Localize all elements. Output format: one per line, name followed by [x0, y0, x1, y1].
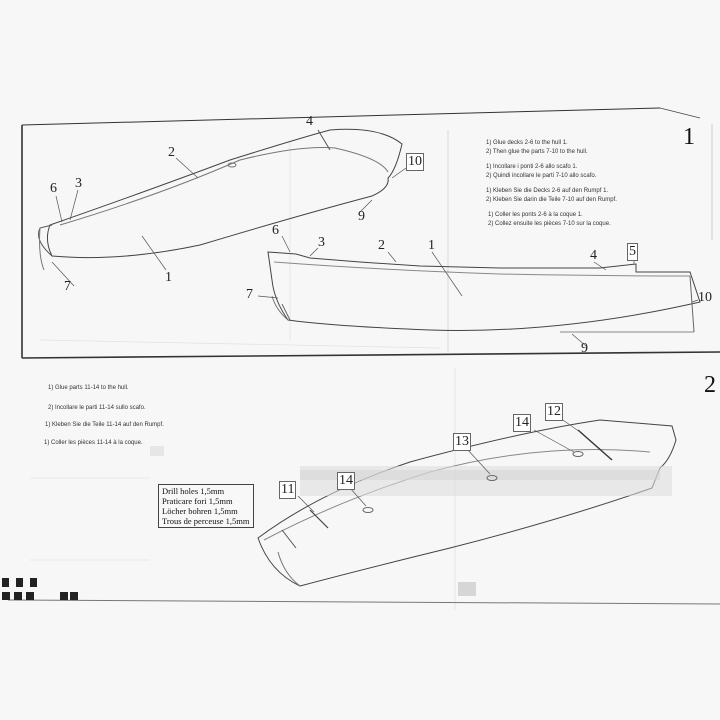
- step2-instruction-it: 2) Incollare le parti 11-14 sullo scafo.: [48, 405, 146, 411]
- part-label: 6: [272, 223, 279, 238]
- part-label: 9: [358, 209, 365, 224]
- frame-top: [21, 107, 661, 126]
- part-label: 1: [165, 270, 172, 285]
- drill-note-it: Praticare fori 1,5mm: [162, 496, 233, 506]
- step2-instruction-fr: 1) Coller les pièces 11-14 à la coque.: [44, 440, 143, 446]
- step2-instruction-de: 1) Kleben Sie die Teile 11-14 auf den Ru…: [45, 422, 164, 428]
- step-number-2: 2: [704, 372, 716, 398]
- step1-instruction-it-2: 2) Quindi incollare le parti 7-10 allo s…: [486, 173, 597, 179]
- part-label: 14: [513, 414, 531, 432]
- hull-lower: [267, 251, 701, 333]
- step1-instruction-en-1: 1) Glue decks 2-6 to the hull 1.: [486, 140, 568, 146]
- frame-divider: [21, 351, 720, 359]
- step2-instruction-en: 1) Glue parts 11-14 to the hull.: [48, 385, 129, 391]
- drill-note-de: Löcher bohren 1,5mm: [162, 506, 238, 516]
- part-label: 12: [545, 403, 563, 421]
- part-label: 13: [453, 433, 471, 451]
- part-label: 7: [246, 287, 253, 302]
- part-label: 2: [378, 238, 385, 253]
- step-number-1: 1: [683, 124, 695, 150]
- part-label: 6: [50, 181, 57, 196]
- step1-instruction-fr-1: 1) Coller les ponts 2-6 à la coque 1.: [488, 212, 583, 218]
- step1-instruction-en-2: 2) Then glue the parts 7-10 to the hull.: [486, 149, 588, 155]
- part-label: 11: [279, 481, 297, 499]
- part-label: 5: [627, 243, 638, 261]
- drill-note-box: Drill holes 1,5mm Praticare fori 1,5mm L…: [158, 484, 254, 528]
- step1-instruction-fr-2: 2) Collez ensuite les pièces 7-10 sur la…: [488, 221, 611, 227]
- part-label: 3: [75, 176, 82, 191]
- hull-step2: [257, 419, 677, 587]
- step1-instruction-it-1: 1) Incollare i ponti 2-6 allo scafo 1.: [486, 164, 578, 170]
- step1-instruction-de-1: 1) Kleben Sie die Decks 2-6 auf den Rump…: [486, 188, 609, 194]
- part-label: 14: [337, 472, 355, 490]
- part-label: 7: [64, 279, 71, 294]
- part-label: 2: [168, 145, 175, 160]
- step1-instruction-de-2: 2) Kleben Sie darin die Teile 7-10 auf d…: [486, 197, 617, 203]
- part-label: 9: [581, 341, 588, 356]
- part-label: 1: [428, 238, 435, 253]
- part-label: 3: [318, 235, 325, 250]
- part-label: 4: [590, 248, 597, 263]
- part-label: 10: [698, 290, 712, 305]
- part-label: 4: [306, 114, 313, 129]
- drill-note-fr: Trous de perceuse 1,5mm: [162, 516, 250, 526]
- drill-note-en: Drill holes 1,5mm: [162, 486, 225, 496]
- hull-upper: [38, 128, 403, 271]
- part-label: 10: [406, 153, 424, 171]
